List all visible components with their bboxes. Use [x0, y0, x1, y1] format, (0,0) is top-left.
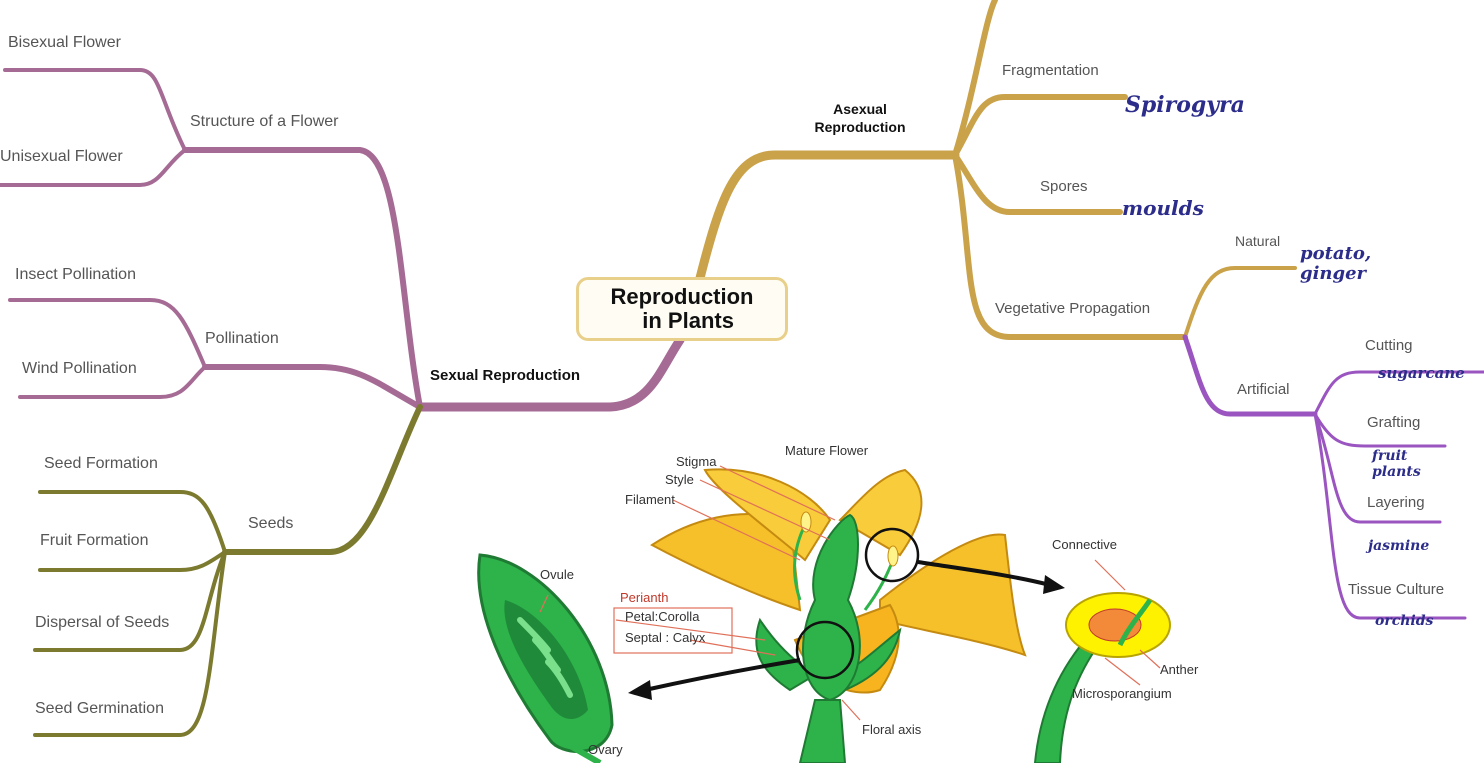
branch-insect [10, 300, 205, 367]
seeds-label: Seeds [248, 515, 293, 533]
filament-label: Filament [625, 492, 675, 507]
seed-germination-label: Seed Germination [35, 700, 164, 718]
arrow-to-ovary-head [628, 680, 652, 700]
sexual-reproduction-label: Sexual Reproduction [430, 367, 580, 384]
sexual-branches [0, 70, 680, 407]
natural-example-line2: ginger [1300, 264, 1371, 284]
asexual-branches [700, 0, 1295, 337]
branch-spores [955, 155, 1120, 212]
sepal-label: Septal : Calyx [625, 630, 705, 645]
cutting-example: sugarcane [1378, 364, 1465, 382]
asexual-label-line1: Asexual [790, 100, 930, 118]
natural-example: potato, ginger [1300, 244, 1371, 284]
tissue-culture-example: orchids [1375, 613, 1433, 629]
fragmentation-example: Spirogyra [1125, 92, 1245, 118]
connective-label: Connective [1052, 537, 1117, 552]
central-topic-box: Reproduction in Plants [576, 277, 788, 341]
dispersal-of-seeds-label: Dispersal of Seeds [35, 614, 169, 632]
floral-axis-label: Floral axis [862, 722, 921, 737]
flower-diagram [479, 466, 1170, 763]
grafting-example-line2: plants [1372, 464, 1421, 480]
spores-example: moulds [1122, 196, 1204, 220]
ovary-label: Ovary [588, 742, 623, 757]
branch-pollination [205, 367, 420, 407]
grafting-example-line1: fruit [1372, 448, 1421, 464]
natural-example-line1: potato, [1300, 244, 1371, 264]
arrow-to-anther-head [1043, 575, 1065, 594]
insect-pollination-label: Insect Pollination [15, 266, 136, 284]
unisexual-flower-label: Unisexual Flower [0, 148, 123, 166]
branch-bisexual [5, 70, 185, 150]
branch-top [955, 0, 995, 155]
stigma-label: Stigma [676, 454, 716, 469]
petal-label: Petal:Corolla [625, 609, 699, 624]
grafting-label: Grafting [1367, 414, 1420, 431]
anther-stalk [1035, 640, 1095, 763]
tissue-culture-label: Tissue Culture [1348, 581, 1444, 598]
asexual-reproduction-label: Asexual Reproduction [790, 100, 930, 136]
layering-label: Layering [1367, 494, 1425, 511]
branch-natural [1185, 268, 1295, 337]
pollination-label: Pollination [205, 330, 279, 348]
central-topic-label: Reproduction in Plants [611, 285, 754, 333]
cutting-label: Cutting [1365, 337, 1413, 354]
anther-label: Anther [1160, 662, 1198, 677]
grafting-example: fruit plants [1372, 448, 1421, 480]
bisexual-flower-label: Bisexual Flower [8, 34, 121, 52]
asexual-label-line2: Reproduction [790, 118, 930, 136]
wind-pollination-label: Wind Pollination [22, 360, 137, 378]
flower-stem [800, 700, 845, 763]
natural-label: Natural [1235, 233, 1280, 249]
fragmentation-label: Fragmentation [1002, 62, 1099, 79]
branch-fruit-formation [40, 552, 225, 570]
structure-of-flower-label: Structure of a Flower [190, 113, 339, 131]
spores-label: Spores [1040, 178, 1088, 195]
layering-example: jasmine [1368, 538, 1429, 554]
vegetative-propagation-label: Vegetative Propagation [995, 300, 1150, 317]
microsporangium-label: Microsporangium [1072, 686, 1172, 701]
branch-fragmentation [955, 97, 1125, 155]
style-label: Style [665, 472, 694, 487]
branch-central-to-asexual [700, 155, 955, 278]
seed-formation-label: Seed Formation [44, 455, 158, 473]
ovule-label: Ovule [540, 567, 574, 582]
branch-artificial [1185, 337, 1315, 414]
fruit-formation-label: Fruit Formation [40, 532, 148, 550]
perianth-label: Perianth [620, 590, 668, 605]
mature-flower-label: Mature Flower [785, 443, 868, 458]
artificial-label: Artificial [1237, 381, 1290, 398]
anther-right [888, 546, 898, 566]
